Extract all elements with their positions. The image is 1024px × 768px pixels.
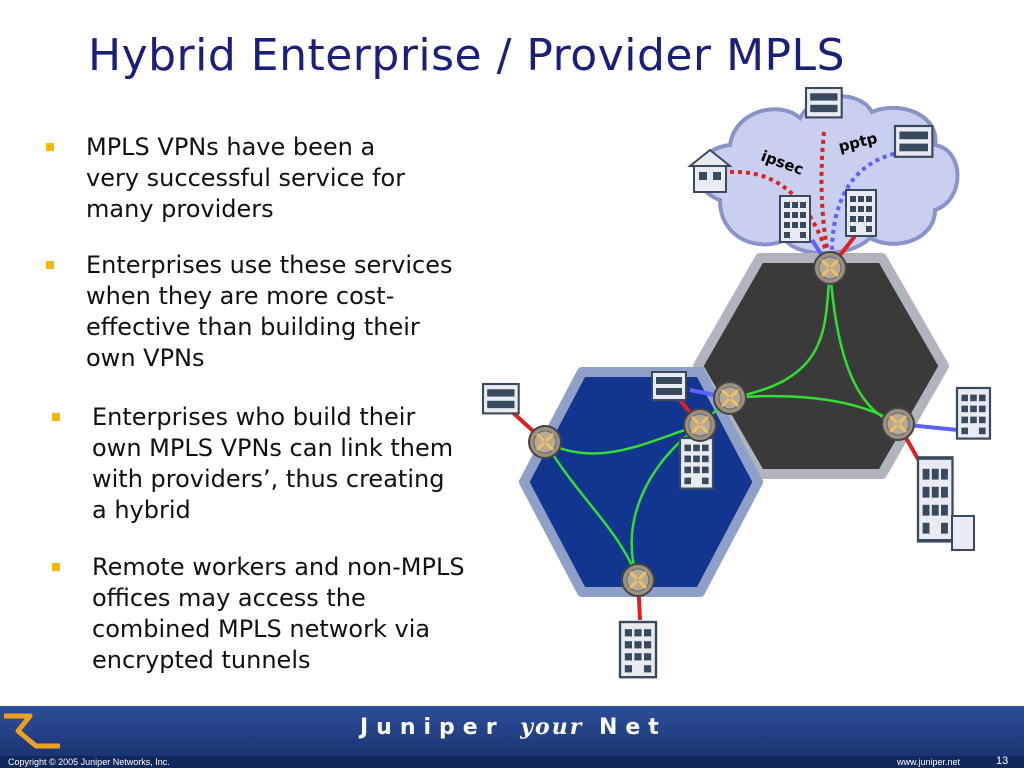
office-building-icon xyxy=(955,386,992,440)
office-tower-icon xyxy=(916,456,975,551)
router-icon xyxy=(712,380,748,416)
footer: Juniper your Net Copyright © 2005 Junipe… xyxy=(0,706,1024,768)
brand-right-text: Net xyxy=(598,715,667,740)
router-icon xyxy=(620,562,656,598)
router-icon xyxy=(812,250,848,286)
office-building-icon xyxy=(678,436,715,490)
bullet-item: Enterprises who build their own MPLS VPN… xyxy=(52,402,464,526)
bullet-text: MPLS VPNs have been a very successful se… xyxy=(86,133,406,223)
juniper-arrow-logo-icon xyxy=(4,713,60,749)
home-icon xyxy=(687,148,733,193)
router-icon xyxy=(682,407,718,443)
bullet-item: Remote workers and non-MPLS offices may … xyxy=(52,552,480,676)
remote-access-cloud xyxy=(696,94,960,256)
office-building-icon xyxy=(845,189,877,237)
brand-your-text: your xyxy=(520,714,584,740)
router-icon xyxy=(880,406,916,442)
bullet-marker-icon xyxy=(52,563,60,571)
bullet-marker-icon xyxy=(52,413,60,421)
office-building-icon xyxy=(779,195,811,243)
bullet-item: Enterprises use these services when they… xyxy=(46,250,466,374)
office-building-icon xyxy=(618,620,658,679)
bullet-item: MPLS VPNs have been a very successful se… xyxy=(46,132,426,225)
bullet-text: Enterprises who build their own MPLS VPN… xyxy=(92,403,454,524)
office-building-icon xyxy=(481,382,520,415)
office-building-icon xyxy=(804,86,843,119)
bullet-text: Enterprises use these services when they… xyxy=(86,251,453,372)
router-icon xyxy=(527,424,563,460)
office-building-icon xyxy=(893,124,934,158)
copyright-text: Copyright © 2005 Juniper Networks, Inc. xyxy=(8,757,170,767)
page-number: 13 xyxy=(996,755,1009,767)
footer-strip xyxy=(0,756,1024,768)
office-building-icon xyxy=(651,371,687,401)
mpls-network-diagram: ipsec pptp xyxy=(481,86,992,679)
website-url[interactable]: www.juniper.net xyxy=(897,757,961,767)
bullet-text: Remote workers and non-MPLS offices may … xyxy=(92,553,465,674)
bullet-marker-icon xyxy=(46,143,54,151)
footer-band xyxy=(0,706,1024,756)
brand-left-text: Juniper xyxy=(360,715,505,740)
slide-title: Hybrid Enterprise / Provider MPLS xyxy=(88,30,846,81)
bullet-marker-icon xyxy=(46,261,54,269)
brand-wordmark: Juniper your Net xyxy=(360,714,667,740)
